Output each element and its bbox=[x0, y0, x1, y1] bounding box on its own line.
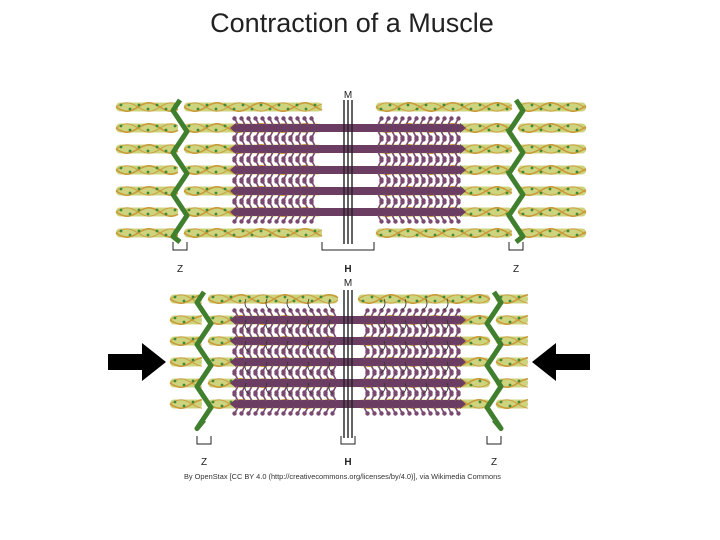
myosin-filament bbox=[230, 319, 466, 353]
m-line-label-relaxed: M bbox=[344, 90, 352, 101]
actin-filament bbox=[357, 294, 491, 304]
z-disc-label-right-contracted: Z bbox=[491, 457, 497, 468]
arrow-left-icon bbox=[532, 343, 590, 381]
actin-filament bbox=[517, 165, 587, 175]
actin-filament bbox=[207, 294, 339, 304]
m-line-label-contracted: M bbox=[344, 278, 352, 289]
h-zone-bracket bbox=[321, 242, 375, 251]
z-disc-bracket-left bbox=[196, 436, 212, 445]
z-disc bbox=[194, 290, 214, 431]
actin-filament bbox=[169, 315, 203, 325]
actin-filament bbox=[495, 294, 529, 304]
slide-title: Contraction of a Muscle bbox=[210, 8, 494, 38]
actin-filament bbox=[495, 315, 529, 325]
actin-filament bbox=[495, 357, 529, 367]
image-credit: By OpenStax [CC BY 4.0 (http://creativec… bbox=[184, 472, 501, 481]
actin-filament bbox=[169, 378, 203, 388]
h-zone-bracket bbox=[340, 436, 356, 445]
z-disc bbox=[506, 98, 526, 244]
actin-filament bbox=[495, 399, 529, 409]
actin-filament bbox=[375, 228, 513, 238]
actin-filament bbox=[517, 228, 587, 238]
h-zone-label-relaxed: H bbox=[344, 264, 351, 275]
relaxed-sarcomere bbox=[115, 98, 587, 251]
z-disc-label-left-contracted: Z bbox=[201, 457, 207, 468]
h-zone-label-contracted: H bbox=[344, 457, 351, 468]
z-disc bbox=[484, 290, 504, 431]
z-disc-bracket-right bbox=[508, 242, 524, 251]
actin-filament bbox=[115, 186, 179, 196]
myosin-filament bbox=[230, 298, 466, 332]
actin-filament bbox=[495, 336, 529, 346]
actin-filament bbox=[169, 357, 203, 367]
actin-filament bbox=[375, 102, 513, 112]
m-line bbox=[343, 100, 353, 244]
actin-filament bbox=[115, 102, 179, 112]
myosin-filament bbox=[230, 116, 466, 140]
actin-filament bbox=[517, 102, 587, 112]
actin-filament bbox=[169, 399, 203, 409]
actin-filament bbox=[183, 102, 323, 112]
actin-filament bbox=[115, 144, 179, 154]
actin-filament bbox=[495, 378, 529, 388]
arrow-right-icon bbox=[108, 343, 166, 381]
z-disc-bracket-left bbox=[172, 242, 188, 251]
z-disc-bracket-right bbox=[486, 436, 502, 445]
actin-filament bbox=[115, 207, 179, 217]
actin-filament bbox=[115, 228, 179, 238]
actin-filament bbox=[115, 165, 179, 175]
actin-filament bbox=[517, 123, 587, 133]
m-line bbox=[343, 290, 353, 438]
z-disc-label-left-relaxed: Z bbox=[177, 264, 183, 275]
actin-filament bbox=[517, 207, 587, 217]
z-disc bbox=[170, 98, 190, 244]
actin-filament bbox=[517, 186, 587, 196]
contracted-sarcomere bbox=[169, 290, 529, 445]
actin-filament bbox=[115, 123, 179, 133]
actin-filament bbox=[183, 228, 323, 238]
z-disc-label-right-relaxed: Z bbox=[513, 264, 519, 275]
actin-filament bbox=[517, 144, 587, 154]
contraction-arrows bbox=[108, 343, 590, 381]
